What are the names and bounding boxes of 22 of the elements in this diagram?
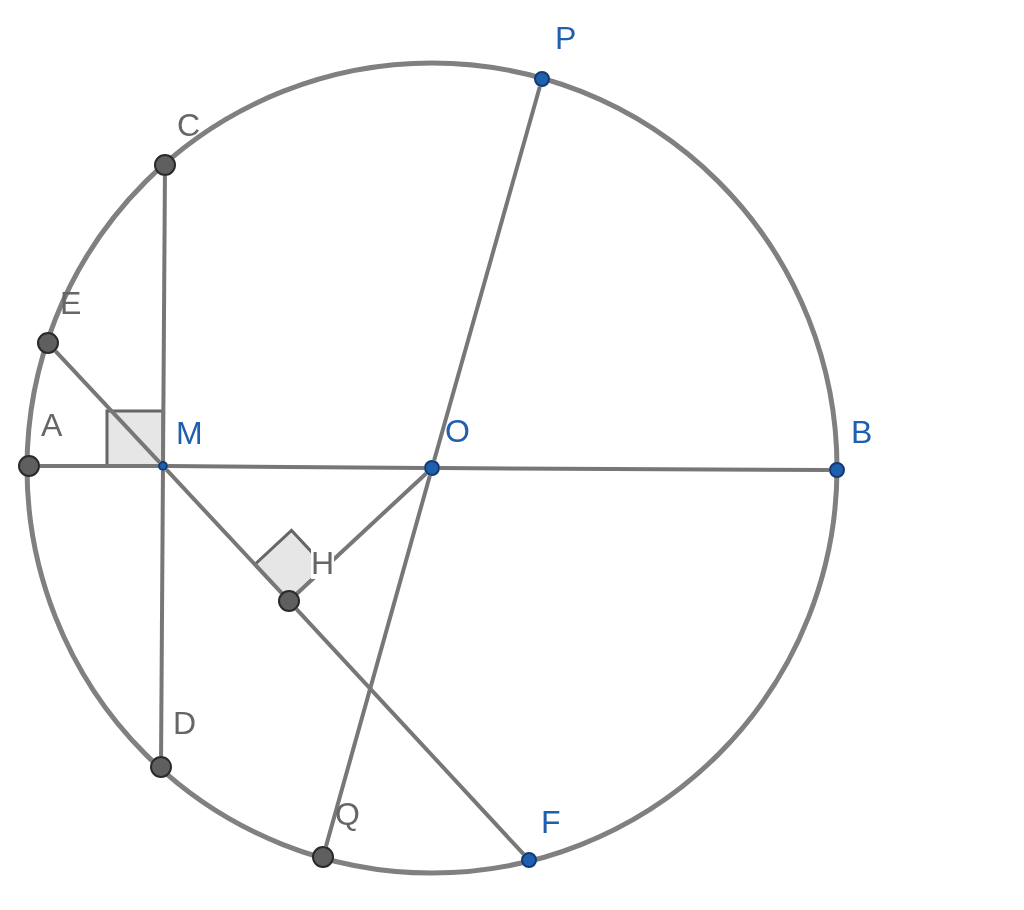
point-label: Q: [335, 798, 360, 830]
line-segment: [324, 475, 432, 847]
line-segment: [164, 468, 283, 595]
line-segment: [54, 349, 162, 464]
point-label: F: [541, 806, 561, 838]
point-label: D: [173, 707, 197, 739]
point-label: H: [311, 547, 335, 579]
point-label: P: [555, 22, 577, 54]
line-segment: [168, 464, 424, 470]
point-label: M: [176, 417, 203, 449]
point-label: B: [851, 416, 873, 448]
line-segment: [432, 86, 542, 461]
point-label: C: [177, 109, 201, 141]
line-segment: [295, 472, 428, 595]
point-label: E: [60, 287, 82, 319]
point-label: O: [445, 415, 470, 447]
line-segment: [159, 471, 165, 756]
line-segment: [161, 176, 167, 461]
point-label: A: [41, 409, 63, 441]
line-segment: [295, 607, 526, 856]
line-segment: [440, 466, 829, 472]
line-segment: [40, 464, 158, 468]
